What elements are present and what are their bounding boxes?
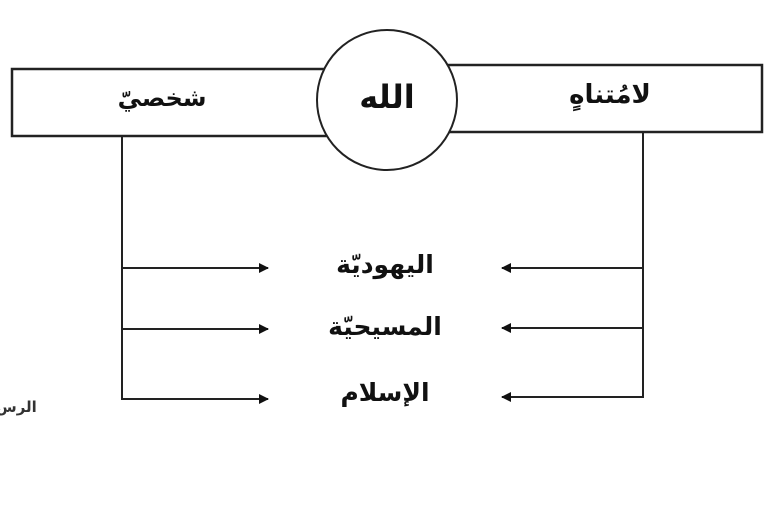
religion-label: المسيحيّة — [328, 312, 442, 341]
center-label: الله — [359, 78, 415, 116]
religion-label: الإسلام — [340, 378, 430, 407]
left-box — [10, 67, 344, 138]
religion-label: اليهوديّة — [336, 250, 434, 279]
center-circle — [316, 29, 458, 171]
right-box — [428, 63, 764, 134]
right-box-label: لامُتناهٍ — [569, 80, 651, 110]
left-box-label: شخصيّ — [117, 84, 207, 112]
edge-text-fragment: الرس — [0, 398, 37, 416]
